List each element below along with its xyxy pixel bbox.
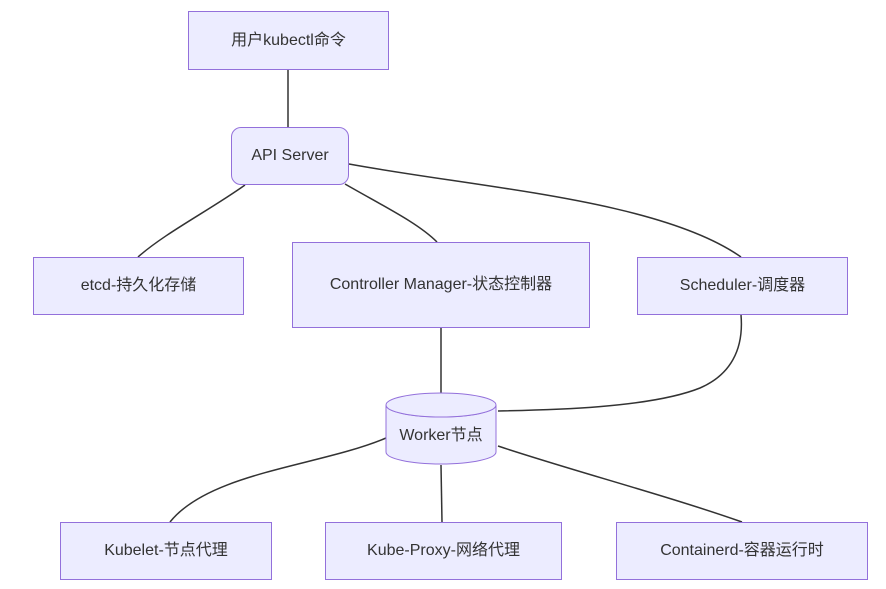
node-worker-label: Worker节点 xyxy=(399,426,483,444)
node-etcd: etcd-持久化存储 xyxy=(33,257,244,315)
node-kubelet-label: Kubelet-节点代理 xyxy=(104,542,228,559)
edge-worker-node-to-kubelet xyxy=(169,437,387,523)
edge-api-server-to-scheduler xyxy=(348,163,742,258)
cylinder-icon xyxy=(385,392,497,465)
node-etcd-label: etcd-持久化存储 xyxy=(80,277,197,294)
node-user-kubectl-label: 用户kubectl命令 xyxy=(231,31,346,49)
node-scheduler: Scheduler-调度器 xyxy=(637,257,848,315)
edge-scheduler-to-worker-node xyxy=(497,314,743,412)
node-containerd: Containerd-容器运行时 xyxy=(616,522,868,580)
node-worker: Worker节点 xyxy=(385,392,497,465)
node-kube-proxy: Kube-Proxy-网络代理 xyxy=(325,522,562,580)
edge-worker-node-to-kube-proxy xyxy=(440,464,443,523)
node-kube-proxy-label: Kube-Proxy-网络代理 xyxy=(367,542,520,559)
node-controller-manager: Controller Manager-状态控制器 xyxy=(292,242,590,328)
node-scheduler-label: Scheduler-调度器 xyxy=(679,277,806,294)
edge-api-server-to-etcd xyxy=(137,184,246,258)
node-kubelet: Kubelet-节点代理 xyxy=(60,522,272,580)
node-user-kubectl: 用户kubectl命令 xyxy=(188,11,389,70)
node-api-server-label: API Server xyxy=(251,147,329,164)
node-api-server: API Server xyxy=(231,127,349,185)
edge-api-server-to-controller-manager xyxy=(344,183,438,243)
node-controller-manager-label: Controller Manager-状态控制器 xyxy=(329,276,553,293)
edge-worker-node-to-containerd xyxy=(497,445,743,523)
node-containerd-label: Containerd-容器运行时 xyxy=(660,542,824,559)
